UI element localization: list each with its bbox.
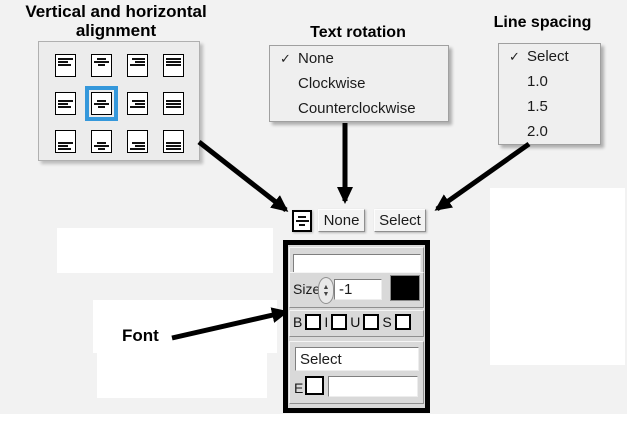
- center-alignment-icon: [294, 215, 310, 227]
- spacing-dropdown-button[interactable]: Select: [374, 209, 426, 232]
- menu-item-none[interactable]: ✓ None: [270, 46, 448, 71]
- color-swatch[interactable]: [390, 275, 420, 301]
- style-s-checkbox[interactable]: [394, 314, 411, 330]
- font-text-field[interactable]: [293, 254, 421, 273]
- size-label: Size: [293, 281, 321, 297]
- menu-item-2-0[interactable]: 2.0: [499, 119, 600, 144]
- spinner-up-icon[interactable]: ▲: [322, 283, 330, 291]
- menu-item-label: Counterclockwise: [298, 100, 416, 117]
- alignment-cell-top-center[interactable]: [91, 54, 112, 77]
- menu-item-label: Clockwise: [298, 75, 366, 92]
- menu-item-counterclockwise[interactable]: Counterclockwise: [270, 96, 448, 121]
- menu-item-label: 1.0: [527, 73, 548, 90]
- size-spinner[interactable]: ▲ ▼: [318, 277, 334, 304]
- style-b-label: B: [293, 314, 303, 330]
- alignment-cell-top-left[interactable]: [55, 54, 76, 77]
- size-field[interactable]: -1: [334, 279, 382, 300]
- font-panel: Size ▲ ▼ -1 B I U S Select E: [283, 240, 430, 413]
- font-callout-label: Font: [122, 326, 159, 345]
- spacing-menu: ✓ Select 1.0 1.5 2.0: [498, 43, 601, 145]
- alignment-grid-popup: [38, 41, 200, 161]
- menu-item-label: None: [298, 50, 334, 67]
- menu-item-1-0[interactable]: 1.0: [499, 69, 600, 94]
- alignment-cell-middle-left[interactable]: [55, 92, 76, 115]
- e-field[interactable]: [328, 376, 418, 397]
- bg-patch: [0, 414, 634, 422]
- bg-patch: [97, 350, 267, 398]
- bg-patch: [57, 228, 273, 273]
- alignment-cell-middle-justify[interactable]: [163, 92, 184, 115]
- menu-item-select[interactable]: ✓ Select: [499, 44, 600, 69]
- style-i-checkbox[interactable]: [331, 314, 348, 330]
- alignment-cell-middle-center[interactable]: [85, 86, 118, 121]
- alignment-button[interactable]: [292, 210, 312, 232]
- menu-item-clockwise[interactable]: Clockwise: [270, 71, 448, 96]
- text-field-section: [289, 247, 424, 277]
- alignment-cell-middle-right[interactable]: [127, 92, 148, 115]
- alignment-cell-bottom-center[interactable]: [91, 130, 112, 153]
- font-select-dropdown[interactable]: Select: [295, 347, 419, 371]
- alignment-cell-bottom-left[interactable]: [55, 130, 76, 153]
- e-checkbox[interactable]: [305, 376, 324, 395]
- menu-item-label: Select: [527, 48, 569, 65]
- alignment-cell-bottom-right[interactable]: [127, 130, 148, 153]
- style-u-label: U: [350, 314, 361, 330]
- bg-patch: [627, 0, 634, 422]
- style-i-label: I: [324, 314, 329, 330]
- alignment-cell-top-justify[interactable]: [163, 54, 184, 77]
- e-label: E: [294, 380, 304, 396]
- menu-item-1-5[interactable]: 1.5: [499, 94, 600, 119]
- style-s-label: S: [382, 314, 392, 330]
- spacing-callout-title: Line spacing: [493, 14, 592, 31]
- checkmark-icon: ✓: [280, 51, 291, 66]
- menu-item-label: 1.5: [527, 98, 548, 115]
- style-u-checkbox[interactable]: [363, 314, 380, 330]
- alignment-cell-top-right[interactable]: [127, 54, 148, 77]
- bg-patch: [93, 300, 277, 353]
- style-b-checkbox[interactable]: [305, 314, 322, 330]
- rotation-callout-title: Text rotation: [310, 24, 406, 41]
- alignment-callout-title: Vertical and horizontal alignment: [25, 2, 207, 40]
- spinner-down-icon[interactable]: ▼: [322, 290, 330, 298]
- arrow-alignment: [197, 140, 289, 212]
- rotation-dropdown-button[interactable]: None: [318, 209, 365, 232]
- checkmark-icon: ✓: [509, 49, 520, 64]
- menu-item-label: 2.0: [527, 123, 548, 140]
- bg-patch: [490, 188, 625, 365]
- alignment-cell-bottom-justify[interactable]: [163, 130, 184, 153]
